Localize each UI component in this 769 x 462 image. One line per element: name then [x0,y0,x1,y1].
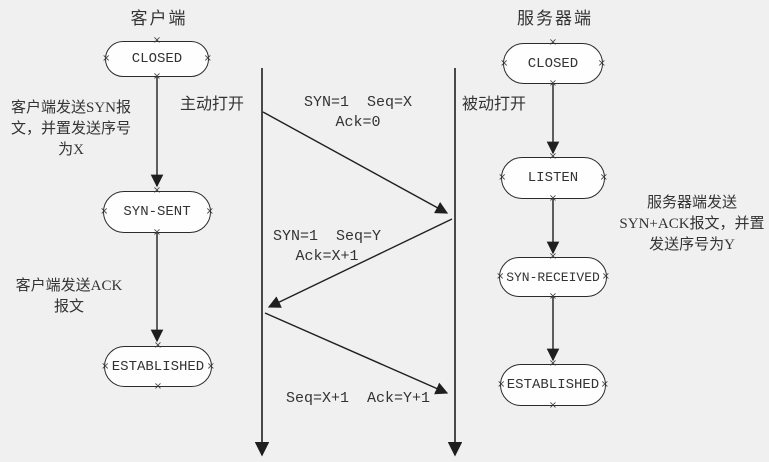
anchor-mark: × [101,360,110,372]
anchor-mark: × [548,37,558,48]
passive-open-label: 被动打开 [462,96,527,113]
state-box-client-established: ESTABLISHED × × × × [101,341,215,392]
syn-message-arrow [262,111,449,214]
message-label-syn-ack: SYN=1 Seq=Y Ack=X+1 [272,228,382,265]
state-label: CLOSED [527,55,579,72]
anchor-mark: × [205,206,214,217]
anchor-mark: × [548,291,558,302]
state-box-client-closed: CLOSED × × × × [102,36,212,82]
anchor-mark: × [153,381,163,392]
state-label: SYN-SENT [123,204,191,220]
anchor-mark: × [152,227,162,238]
state-label: SYN-RECEIVED [506,269,600,285]
anchor-mark: × [153,340,163,351]
state-box-server-established: ESTABLISHED × × × × [497,359,609,411]
anchor-mark: × [600,379,609,390]
message-label-ack: Seq=X+1 Ack=Y+1 [285,390,431,407]
anchor-mark: × [497,379,506,390]
anchor-mark: × [548,151,558,162]
anchor-mark: × [548,193,558,204]
anchor-mark: × [601,271,610,282]
anchor-mark: × [203,53,212,64]
anchor-mark: × [500,57,509,69]
anchor-mark: × [597,57,606,69]
anchor-mark: × [152,71,162,82]
state-box-server-syn-received: SYN-RECEIVED × × × × [496,252,610,302]
anchor-mark: × [102,53,111,64]
state-box-server-listen: LISTEN × × × × [498,152,608,204]
server-note-syn-ack: 服务器端发送 SYN+ACK报文，并置 发送序号为Y [619,195,765,253]
client-note-syn: 客户端发送SYN报 文，并置发送序号 为X [10,100,131,158]
state-label: CLOSED [131,51,183,67]
anchor-mark: × [100,206,109,217]
active-open-label: 主动打开 [180,96,245,113]
syn-ack-message-arrow [267,218,453,308]
message-label-syn: SYN=1 Seq=X Ack=0 [303,94,431,131]
server-title: 服务器端 [517,9,593,28]
state-box-client-syn-sent: SYN-SENT × × × × [100,186,214,238]
state-label: ESTABLISHED [506,377,600,393]
anchor-mark: × [599,172,608,183]
state-label: LISTEN [527,170,579,186]
anchor-mark: × [496,271,505,282]
anchor-mark: × [548,358,558,369]
state-label: ESTABLISHED [111,358,205,375]
anchor-mark: × [498,172,507,183]
anchor-mark: × [548,251,558,262]
anchor-mark: × [152,185,162,196]
client-title: 客户端 [130,9,188,28]
anchor-mark: × [206,360,215,372]
state-box-server-closed: CLOSED × × × × [500,38,606,89]
ack-message-arrow [264,312,449,395]
client-note-ack: 客户端发送ACK 报文 [15,278,123,315]
anchor-mark: × [152,35,162,46]
anchor-mark: × [548,78,558,89]
anchor-mark: × [548,400,558,411]
